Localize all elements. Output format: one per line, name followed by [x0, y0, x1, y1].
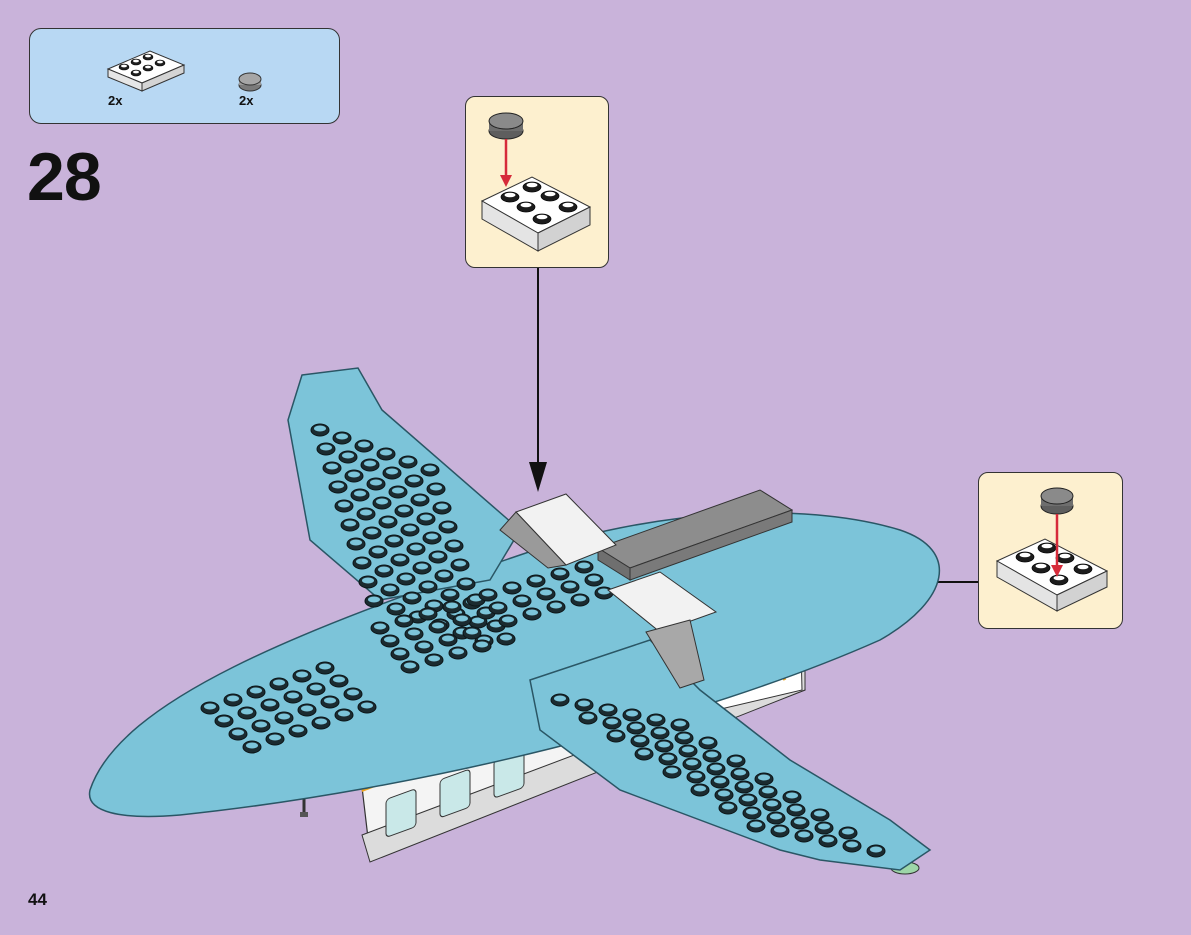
part-quantity-plate: 2x [108, 93, 123, 108]
fuselage-top [88, 512, 941, 818]
left-wing [287, 367, 521, 601]
sub-assembly-callout-top [465, 96, 609, 268]
gray-plate [596, 489, 794, 581]
white-plate-installed-right [606, 571, 718, 689]
stud-grid [200, 423, 886, 858]
gray-round-tile-part-icon [238, 72, 262, 92]
tile-on-plate-illustration [480, 112, 592, 252]
sub-assembly-callout-right [978, 472, 1123, 629]
part-quantity-round-tile: 2x [239, 93, 254, 108]
white-plate-part-icon [106, 50, 186, 92]
parts-list-box: 2x 2x [29, 28, 340, 124]
tile-on-plate-illustration-right [995, 487, 1109, 612]
page-number: 44 [28, 890, 47, 909]
step-number: 28 [27, 139, 102, 215]
white-plate-installed-top [499, 493, 617, 569]
